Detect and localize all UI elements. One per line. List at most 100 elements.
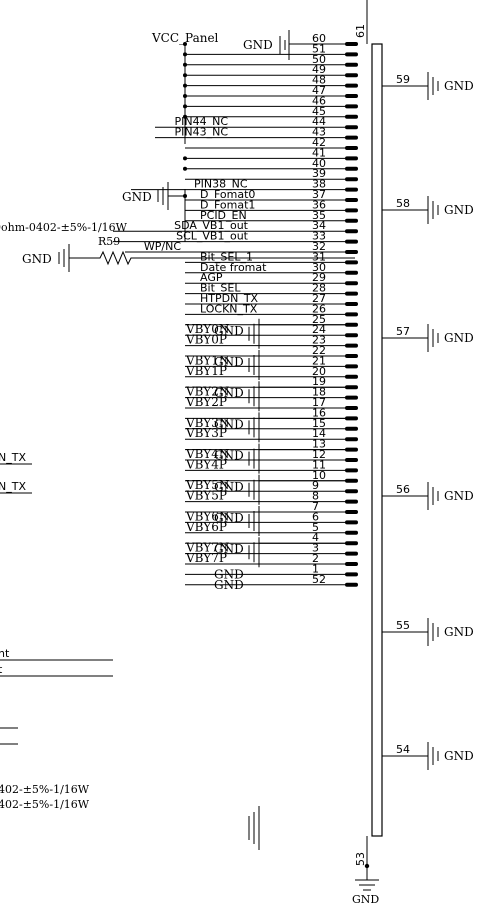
resistor-ref-label: R59 [98,235,120,248]
pin-number-25: 25 [312,313,326,326]
right-pin-number-55: 55 [396,619,410,632]
pin-number-35: 35 [312,209,326,222]
left-net-3: nt [0,647,10,660]
right-gnd-label-58: GND [444,203,474,217]
gnd-label-bottom: GND [352,893,379,906]
pin-number-28: 28 [312,282,326,295]
pin-number-43: 43 [312,126,326,139]
pin-number-37: 37 [312,188,326,201]
pin-number-29: 29 [312,271,326,284]
pin-number-19: 19 [312,375,326,388]
pin-53-label: 53 [354,852,367,866]
gnd-group-label-16: GND [214,417,244,431]
pin-number-9: 9 [312,479,319,492]
net-label-27: HTPDN_TX [200,292,259,305]
gnd-group-13: GND [214,443,347,474]
gnd-group-label-25: GND [214,324,244,338]
gnd-group-16: GND [214,412,347,443]
pin-number-41: 41 [312,146,326,159]
right-pin-number-58: 58 [396,197,410,210]
right-gnd-label-54: GND [444,749,474,763]
ground-junction-dot [364,863,370,869]
pin-number-31: 31 [312,250,326,263]
right-gnd-label-59: GND [444,79,474,93]
pin-number-6: 6 [312,510,319,523]
right-pin-58: 58 GND [382,196,474,224]
right-pin-number-59: 59 [396,73,410,86]
pin-row-37: 37 D_Fomat0 [185,188,358,202]
junction-dot-45 [183,114,187,119]
right-gnd-label-57: GND [444,331,474,345]
left-pins: 605150494847464544PIN44_NC43PIN43_NC4241… [113,32,358,587]
pin-number-12: 12 [312,448,326,461]
junction-dot-41 [183,156,187,161]
pin-number-23: 23 [312,334,326,347]
pin-number-8: 8 [312,490,319,503]
pin-row-60: 60 [289,32,358,46]
pin-number-18: 18 [312,386,326,399]
left-net-2: N_TX [0,480,26,493]
pin-number-20: 20 [312,365,326,378]
gnd-group-label-19: GND [214,386,244,400]
pin-number-45: 45 [312,105,326,118]
pin-number-42: 42 [312,136,326,149]
pin-number-14: 14 [312,427,326,440]
pin-row-21: 21 VBY1N [185,353,358,369]
net-label-6: VBY6N [185,509,229,523]
gnd-bottom-label-52: GND [214,578,244,592]
pin-number-50: 50 [312,53,326,66]
left-net-4: t [0,663,3,676]
pin-number-22: 22 [312,344,326,357]
net-label-34: SDA_VB1_out [174,219,249,232]
pin-row-41: 41 [183,146,358,161]
pin-number-21: 21 [312,354,326,367]
pin-row-20: 20 VBY1P [185,364,358,379]
pin-row-45: 45 [183,105,358,119]
junction-dot-46 [183,104,187,109]
net-label-21: VBY1N [185,353,229,367]
pin-number-60: 60 [312,32,326,45]
gnd-symbol-pin42 [157,182,185,210]
pin-number-2: 2 [312,552,319,565]
net-label-37: D_Fomat0 [200,188,255,201]
pin-number-32: 32 [312,240,326,253]
pin-number-47: 47 [312,84,326,97]
net-label-20: VBY1P [185,364,227,378]
pin-row-50: 50 [183,53,358,67]
right-pin-number-54: 54 [396,743,410,756]
net-label-30: Date fromat [200,261,267,274]
pin-number-52: 52 [312,573,326,586]
gnd-group-label-7: GND [214,511,244,525]
pin-row-51: 51 [183,42,358,57]
gnd-group-22: GND [214,350,347,380]
pin-row-6: 6 VBY6N [185,509,358,525]
vcc-panel-label: VCC_Panel [151,31,219,45]
pin-number-17: 17 [312,396,326,409]
net-label-44: PIN44_NC [174,115,228,128]
net-label-43: PIN43_NC [174,126,228,139]
pin-number-39: 39 [312,167,326,180]
pin-number-26: 26 [312,302,326,315]
gnd-group-7: GND [214,506,347,536]
right-pin-number-57: 57 [396,325,410,338]
pin-number-38: 38 [312,178,326,191]
left-net-1: N_TX [0,451,26,464]
junction-dot-49 [183,73,187,78]
